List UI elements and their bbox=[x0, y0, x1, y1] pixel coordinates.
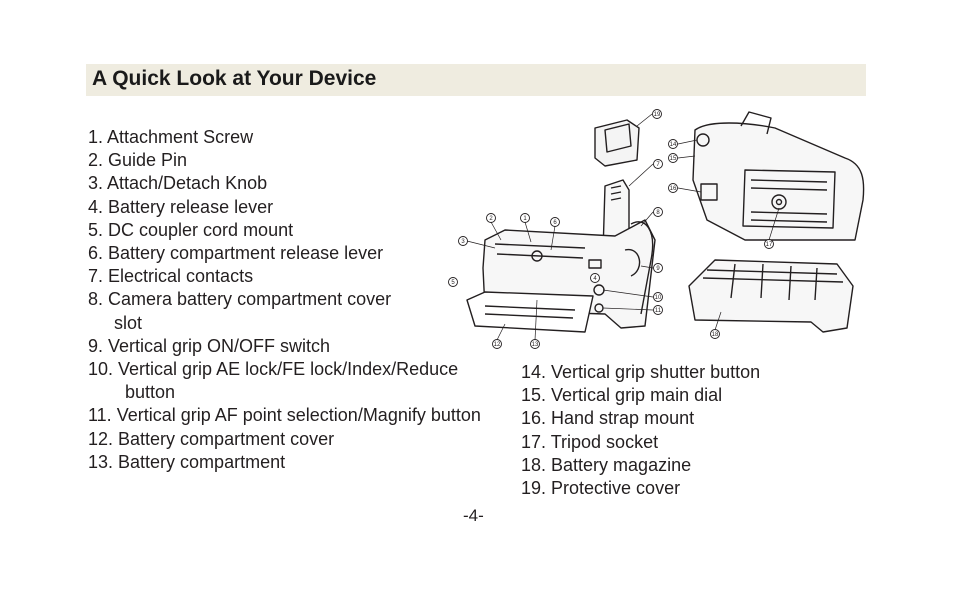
parts-list-right: 14. Vertical grip shutter button 15. Ver… bbox=[521, 361, 760, 500]
svg-text:11: 11 bbox=[655, 308, 662, 314]
list-item-text: 10. Vertical grip AE lock/FE lock/Index/… bbox=[88, 359, 459, 380]
svg-text:9: 9 bbox=[656, 266, 660, 272]
callout-marker: 19 bbox=[652, 109, 662, 119]
list-item-text: 12. Battery compartment cover bbox=[88, 428, 335, 449]
page-title: A Quick Look at Your Device bbox=[92, 67, 377, 90]
callout-marker: 7 bbox=[653, 159, 663, 169]
list-item-text: 16. Hand strap mount bbox=[521, 408, 695, 429]
callout-marker: 18 bbox=[710, 329, 720, 339]
callout-marker: 11 bbox=[653, 305, 663, 315]
battery-grip-illustration: 1 2 3 4 5 6 7 8 9 10 11 12 13 14 15 16 1… bbox=[448, 109, 865, 349]
callout-marker: 1 bbox=[520, 213, 530, 223]
list-item: 15. Vertical grip main dial bbox=[521, 384, 760, 407]
svg-text:8: 8 bbox=[656, 210, 660, 216]
list-item: 14. Vertical grip shutter button bbox=[521, 361, 760, 384]
list-item-text: 6. Battery compartment release lever bbox=[88, 243, 384, 264]
svg-text:1: 1 bbox=[523, 216, 527, 222]
callout-marker: 15 bbox=[668, 153, 678, 163]
list-item-text: 19. Protective cover bbox=[521, 478, 681, 499]
list-item-text: 4. Battery release lever bbox=[88, 196, 274, 217]
list-item-text: 11. Vertical grip AF point selection/Mag… bbox=[88, 405, 481, 426]
callout-marker: 12 bbox=[492, 339, 502, 349]
list-item: 9. Vertical grip ON/OFF switch bbox=[88, 335, 481, 358]
list-item: 3. Attach/Detach Knob bbox=[88, 172, 481, 195]
svg-text:5: 5 bbox=[451, 280, 455, 286]
list-item: 19. Protective cover bbox=[521, 477, 760, 500]
list-item-text: 2. Guide Pin bbox=[88, 150, 188, 171]
callout-marker: 10 bbox=[653, 292, 663, 302]
list-item: 18. Battery magazine bbox=[521, 454, 760, 477]
list-item: 1. Attachment Screw bbox=[88, 126, 481, 149]
svg-text:6: 6 bbox=[553, 220, 557, 226]
list-item-text: 13. Battery compartment bbox=[88, 451, 286, 472]
svg-text:3: 3 bbox=[461, 239, 465, 245]
list-item-text: 9. Vertical grip ON/OFF switch bbox=[88, 335, 331, 356]
list-item-text: 18. Battery magazine bbox=[521, 454, 692, 475]
list-item: 11. Vertical grip AF point selection/Mag… bbox=[88, 404, 481, 427]
parts-list-left: 1. Attachment Screw 2. Guide Pin 3. Atta… bbox=[88, 126, 481, 474]
list-item: 5. DC coupler cord mount bbox=[88, 219, 481, 242]
svg-text:4: 4 bbox=[593, 276, 597, 282]
list-item: 2. Guide Pin bbox=[88, 149, 481, 172]
page-number: -4- bbox=[463, 506, 484, 525]
list-item: 4. Battery release lever bbox=[88, 196, 481, 219]
list-item-text: 17. Tripod socket bbox=[521, 431, 659, 452]
callout-marker: 9 bbox=[653, 263, 663, 273]
list-item: 16. Hand strap mount bbox=[521, 407, 760, 430]
list-item-text: 5. DC coupler cord mount bbox=[88, 219, 294, 240]
svg-text:15: 15 bbox=[670, 156, 677, 162]
list-item: 12. Battery compartment cover bbox=[88, 428, 481, 451]
svg-text:16: 16 bbox=[670, 186, 677, 192]
list-item: 17. Tripod socket bbox=[521, 431, 760, 454]
callout-marker: 14 bbox=[668, 139, 678, 149]
list-item-text: 8. Camera battery compartment cover bbox=[88, 289, 392, 310]
svg-text:7: 7 bbox=[656, 162, 660, 168]
title-bar: A Quick Look at Your Device bbox=[86, 64, 866, 96]
callout-marker: 17 bbox=[764, 239, 774, 249]
list-item-text: 14. Vertical grip shutter button bbox=[521, 362, 761, 382]
list-item-continuation: slot bbox=[114, 312, 143, 333]
svg-text:14: 14 bbox=[670, 142, 677, 148]
callout-marker: 2 bbox=[486, 213, 496, 223]
list-item-continuation: button bbox=[125, 382, 176, 403]
callout-marker: 6 bbox=[550, 217, 560, 227]
callout-marker: 13 bbox=[530, 339, 540, 349]
list-item: 7. Electrical contacts bbox=[88, 265, 481, 288]
svg-text:13: 13 bbox=[532, 342, 539, 348]
callout-marker: 5 bbox=[448, 277, 458, 287]
svg-text:17: 17 bbox=[766, 242, 773, 248]
list-item: 10. Vertical grip AE lock/FE lock/Index/… bbox=[88, 358, 481, 404]
list-item-text: 15. Vertical grip main dial bbox=[521, 385, 723, 406]
callout-marker: 3 bbox=[458, 236, 468, 246]
svg-text:12: 12 bbox=[494, 342, 501, 348]
svg-text:18: 18 bbox=[712, 332, 719, 338]
list-item: 6. Battery compartment release lever bbox=[88, 242, 481, 265]
svg-text:10: 10 bbox=[655, 295, 662, 301]
list-item-text: 7. Electrical contacts bbox=[88, 266, 254, 287]
callout-marker: 8 bbox=[653, 207, 663, 217]
svg-text:2: 2 bbox=[489, 216, 493, 222]
list-item: 13. Battery compartment bbox=[88, 451, 481, 474]
list-item-text: 1. Attachment Screw bbox=[88, 127, 254, 147]
callout-marker: 16 bbox=[668, 183, 678, 193]
svg-text:19: 19 bbox=[654, 112, 661, 118]
callout-marker: 4 bbox=[590, 273, 600, 283]
list-item-text: 3. Attach/Detach Knob bbox=[88, 173, 268, 194]
